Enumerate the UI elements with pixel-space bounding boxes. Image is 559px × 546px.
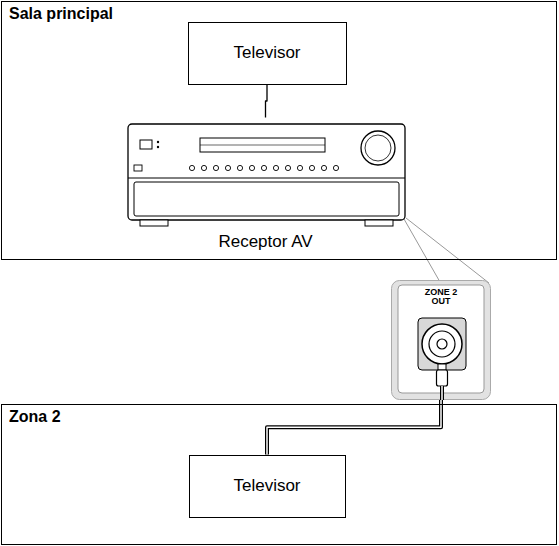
zone-heading: Sala principal bbox=[9, 5, 113, 23]
tv-box: Televisor bbox=[188, 22, 347, 85]
tv-box: Televisor bbox=[189, 455, 346, 518]
device-label: Televisor bbox=[227, 43, 306, 63]
zone-region: Sala principalTelevisorReceptor AV bbox=[1, 1, 557, 260]
device-label: Receptor AV bbox=[120, 232, 412, 252]
zoom-line bbox=[406, 218, 489, 283]
zone-region: Zona 2 Televisor bbox=[1, 404, 557, 545]
zone-heading: Zona 2 bbox=[9, 408, 61, 426]
jack-label: ZONE 2 OUT bbox=[421, 288, 461, 306]
device-label: Televisor bbox=[227, 476, 306, 496]
zoom-line bbox=[400, 212, 440, 282]
av-receiver: Receptor AV bbox=[120, 118, 412, 254]
cable bbox=[267, 400, 441, 455]
connection-line bbox=[266, 85, 268, 118]
output-jack-inset: ZONE 2 OUT bbox=[391, 280, 491, 400]
receiver-illustration bbox=[120, 118, 412, 228]
